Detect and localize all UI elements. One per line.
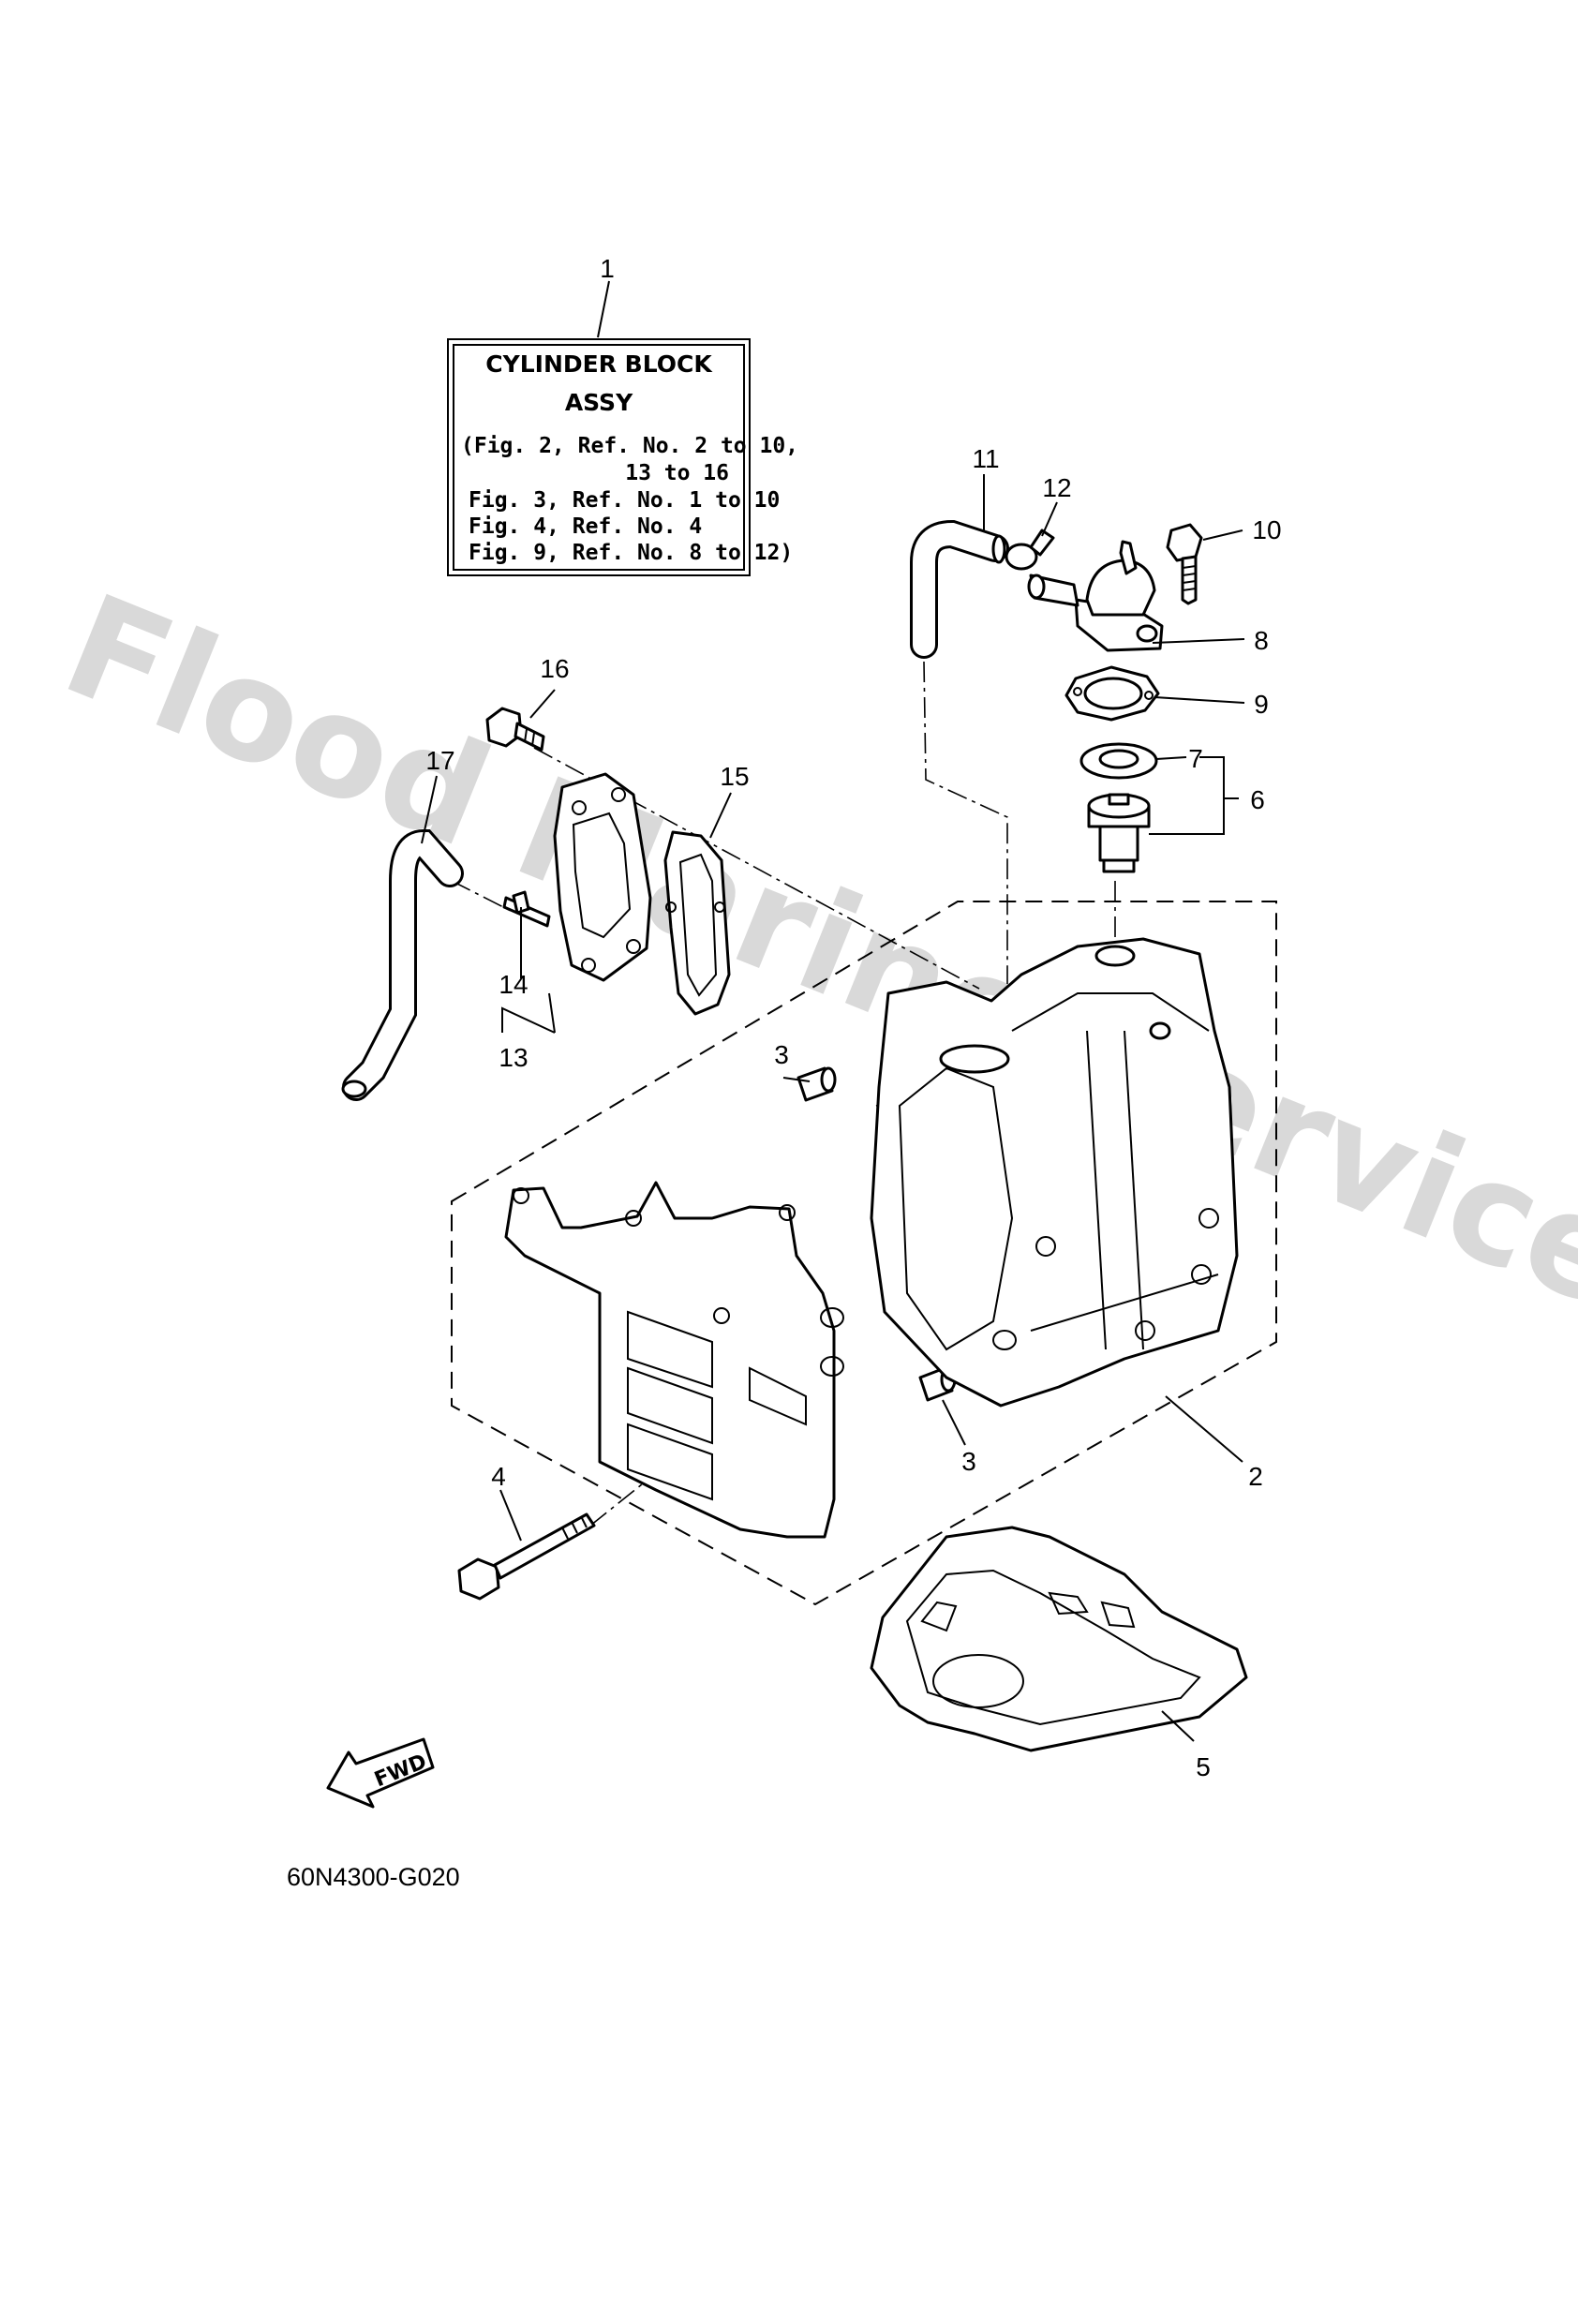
watermark: Flood Marine Services	[44, 564, 1578, 1371]
gasket-15	[663, 830, 731, 1016]
note-line-5: Fig. 9, Ref. No. 8 to 12)	[469, 541, 793, 565]
callout-11: 11	[972, 444, 999, 473]
callout-4: 4	[491, 1462, 506, 1491]
seal-7	[1079, 742, 1158, 780]
note-box: 1 CYLINDER BLOCK ASSY (Fig. 2, Ref. No. …	[447, 254, 798, 576]
thermostat-cover-8	[1027, 540, 1164, 652]
callout-6: 6	[1250, 785, 1265, 814]
callout-13: 13	[499, 1043, 528, 1072]
thermostat-6	[1087, 793, 1151, 873]
callout-8: 8	[1254, 626, 1269, 655]
note-title-line1: CYLINDER BLOCK	[485, 350, 713, 378]
diagram-code: 60N4300-G020	[287, 1863, 460, 1891]
crankcase	[504, 1181, 844, 1539]
callout-12: 12	[1042, 473, 1071, 502]
hose-11	[910, 519, 1009, 659]
note-title-line2: ASSY	[565, 389, 633, 416]
bolt-10	[1166, 523, 1203, 605]
callout-16: 16	[540, 654, 569, 683]
note-line-2: 13 to 16	[625, 461, 729, 485]
callout-10: 10	[1252, 515, 1281, 544]
callout-2: 2	[1248, 1462, 1263, 1491]
callout-3a: 3	[774, 1040, 789, 1069]
callout-14: 14	[499, 970, 528, 999]
stud-14	[502, 890, 551, 928]
callout-17: 17	[425, 746, 454, 775]
callout-1: 1	[600, 254, 615, 283]
exhaust-cover-13	[553, 772, 652, 982]
assembly-outline	[451, 901, 1277, 1606]
callout-9: 9	[1254, 690, 1269, 719]
gasket-5	[870, 1526, 1248, 1752]
fwd-arrow: FWD	[326, 1737, 435, 1809]
cylinder-block-2	[870, 937, 1239, 1408]
leader-lines	[421, 474, 1245, 1742]
callout-15: 15	[720, 762, 749, 791]
note-line-1: (Fig. 2, Ref. No. 2 to 10,	[461, 434, 798, 458]
gasket-9	[1064, 665, 1160, 722]
note-line-3: Fig. 3, Ref. No. 1 to 10	[469, 488, 780, 513]
note-line-4: Fig. 4, Ref. No. 4	[469, 514, 702, 539]
callout-7: 7	[1188, 744, 1203, 773]
dowel-pin-3a	[796, 1066, 837, 1102]
callout-3b: 3	[961, 1447, 976, 1476]
hose-17	[341, 828, 464, 1101]
callout-5: 5	[1196, 1752, 1211, 1781]
bolt-4	[457, 1512, 596, 1601]
bolt-16	[485, 707, 545, 752]
clip-12	[1005, 529, 1055, 571]
